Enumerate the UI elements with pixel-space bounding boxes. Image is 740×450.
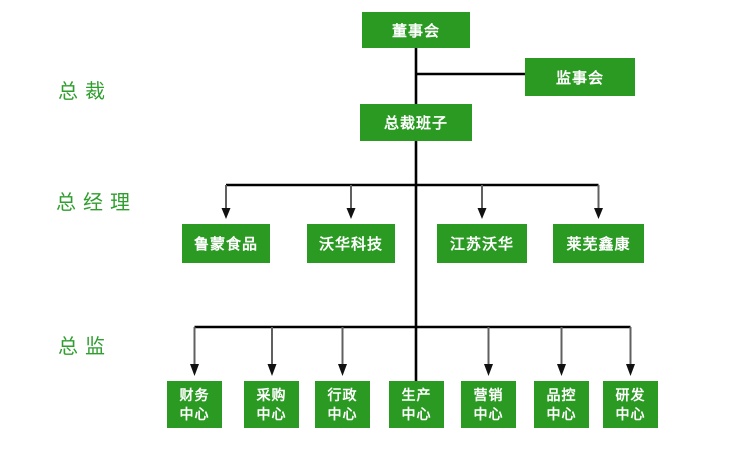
node-center-production: 生产 中心: [389, 381, 444, 428]
row-label-general-manager: 总经理: [56, 192, 137, 214]
node-label-line2: 中心: [256, 405, 287, 422]
node-center-finance: 财务 中心: [167, 381, 222, 428]
node-label-line1: 采购: [256, 386, 287, 403]
node-label-line2: 中心: [615, 405, 646, 422]
node-label-line1: 品控: [546, 386, 577, 403]
node-label-line2: 中心: [473, 405, 504, 422]
node-subsidiary-lumeng-food: 鲁蒙食品: [182, 224, 270, 263]
node-subsidiary-wohua-tech: 沃华科技: [307, 224, 395, 263]
node-label-line2: 中心: [179, 405, 210, 422]
node-center-administration: 行政 中心: [315, 381, 370, 428]
node-label-line1: 财务: [179, 386, 210, 403]
node-subsidiary-laiwu-xinkang: 莱芜鑫康: [553, 224, 644, 263]
node-supervisory: 监事会: [525, 58, 635, 96]
node-label-line1: 研发: [615, 386, 646, 403]
node-board: 董事会: [362, 12, 470, 48]
node-center-rnd: 研发 中心: [603, 381, 658, 428]
node-label-line1: 营销: [473, 386, 504, 403]
subsidiary-row-arrows: [221, 185, 603, 219]
node-center-quality-control: 品控 中心: [534, 381, 589, 428]
node-center-procurement: 采购 中心: [244, 381, 299, 428]
node-subsidiary-jiangsu-wohua: 江苏沃华: [437, 224, 527, 263]
row-label-president: 总裁: [58, 81, 112, 103]
node-label-line2: 中心: [327, 405, 358, 422]
node-label-line1: 行政: [327, 386, 358, 403]
node-label-line2: 中心: [546, 405, 577, 422]
row-label-director: 总监: [58, 336, 112, 358]
trunk-lines: [194, 48, 631, 381]
center-row-arrows: [190, 327, 635, 376]
node-label-line2: 中心: [401, 405, 432, 422]
node-president-team: 总裁班子: [360, 104, 472, 141]
node-center-marketing: 营销 中心: [461, 381, 516, 428]
node-label-line1: 生产: [401, 386, 432, 403]
